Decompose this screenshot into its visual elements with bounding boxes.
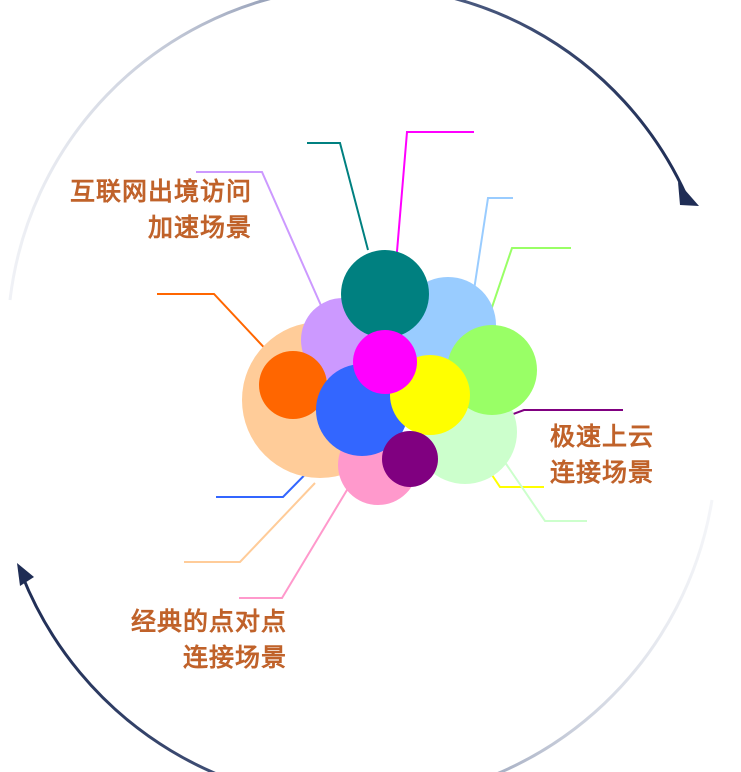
leader-line-teal <box>307 142 369 251</box>
cycle-arc-top <box>8 0 688 301</box>
leader-line-light-blue <box>473 197 513 291</box>
leader-line-lavender <box>196 171 324 311</box>
label-outbound-line2: 加速场景 <box>147 213 252 242</box>
label-p2p-line2: 连接场景 <box>182 643 287 672</box>
bubble-orange <box>259 351 327 419</box>
arrow-head-top-right <box>678 182 699 206</box>
leader-line-light-green <box>499 454 587 522</box>
label-outbound-line1: 互联网出境访问 <box>69 177 252 206</box>
cycle-arc-bottom <box>20 499 714 772</box>
leader-line-orange <box>157 293 273 357</box>
label-outbound-acceleration: 互联网出境访问 加速场景 <box>44 174 252 246</box>
label-p2p-connection: 经典的点对点 连接场景 <box>100 604 287 676</box>
label-cloud-connection: 极速上云 连接场景 <box>550 419 700 491</box>
label-cloud-line1: 极速上云 <box>550 422 655 451</box>
leader-line-peach <box>184 482 316 563</box>
arrow-head-bottom-left <box>17 563 34 586</box>
bubble-teal <box>341 250 429 338</box>
label-cloud-line2: 连接场景 <box>550 458 655 487</box>
bubble-magenta <box>353 330 417 394</box>
bubble-cluster <box>242 250 537 505</box>
bubble-purple <box>382 431 438 487</box>
leader-line-pink <box>239 484 351 599</box>
label-p2p-line1: 经典的点对点 <box>130 607 287 636</box>
leader-line-bright-green <box>485 247 571 326</box>
